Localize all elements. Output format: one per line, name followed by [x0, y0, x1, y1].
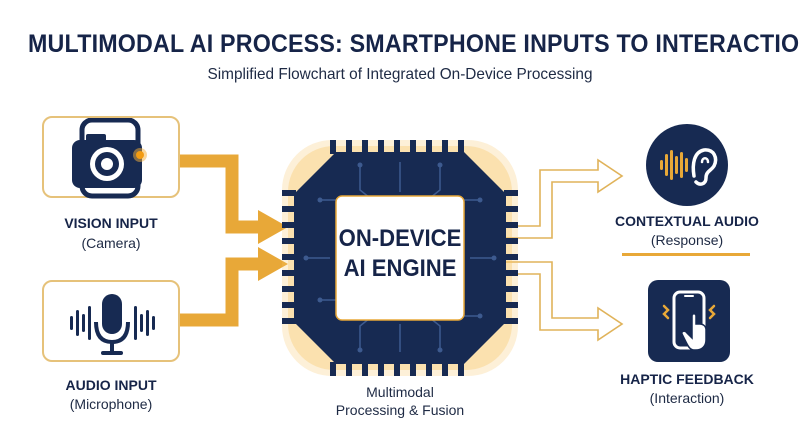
audio-input-arrow — [180, 257, 262, 327]
contextual-audio-sublabel: (Response) — [650, 232, 724, 248]
audio-input-label: AUDIO INPUT — [65, 377, 157, 393]
engine-caption-line1: Multimodal — [366, 384, 434, 400]
phone-touch-icon — [662, 290, 716, 351]
page-title: MULTIMODAL AI PROCESS: SMARTPHONE INPUTS… — [28, 30, 800, 58]
vision-input-arrow — [180, 154, 262, 234]
audio-arrowhead — [258, 247, 288, 281]
vision-input-sublabel: (Camera) — [81, 235, 141, 251]
engine-title-line2: AI ENGINE — [343, 255, 457, 282]
engine-caption-line2: Processing & Fusion — [335, 402, 465, 418]
page-subtitle: Simplified Flowchart of Integrated On-De… — [207, 66, 593, 83]
engine-title: ON-DEVICE AI ENGINE — [308, 224, 492, 284]
contextual-audio-label: CONTEXTUAL AUDIO — [615, 213, 759, 229]
haptic-feedback-sublabel: (Interaction) — [649, 390, 725, 406]
audio-output-arrow — [499, 158, 624, 239]
contextual-audio-badge — [646, 124, 728, 206]
audio-input-card — [42, 280, 180, 362]
engine-title-line1: ON-DEVICE — [338, 225, 462, 252]
haptic-feedback-badge — [648, 280, 730, 362]
vision-input-label: VISION INPUT — [64, 215, 158, 231]
microphone-icon — [70, 294, 155, 355]
haptic-output-arrow — [499, 261, 624, 342]
audio-underline — [622, 253, 750, 256]
audio-input-sublabel: (Microphone) — [69, 396, 153, 412]
vision-arrowhead — [258, 210, 288, 244]
chip-icon — [282, 140, 518, 376]
ear-soundwave-icon — [660, 148, 718, 186]
camera-icon — [72, 118, 147, 199]
vision-input-card — [42, 116, 180, 199]
haptic-feedback-label: HAPTIC FEEDBACK — [620, 371, 754, 387]
